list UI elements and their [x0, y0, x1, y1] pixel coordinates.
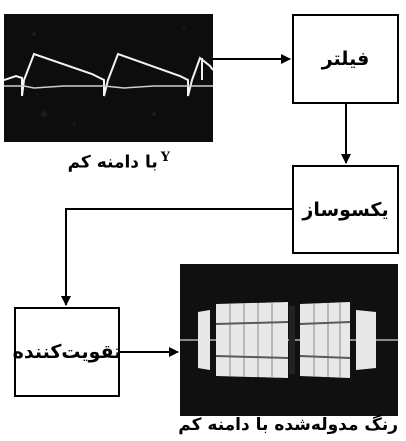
- demodulator-block: یکسوساز: [292, 165, 399, 254]
- arrow-demodulator-to-amplifier: [61, 208, 292, 306]
- filter-label: فیلتر: [321, 48, 370, 70]
- sawtooth-signal-image: [4, 14, 213, 142]
- filter-block: فیلتر: [292, 14, 399, 104]
- input-signal-symbol: Y: [160, 150, 170, 165]
- output-signal-caption: رنگ مدوله‌شده با دامنه کم: [178, 415, 398, 435]
- input-signal-caption: Yبا دامنه کم: [50, 150, 170, 174]
- amplifier-block: تقویت‌کننده: [12, 307, 122, 397]
- amplifier-label: تقویت‌کننده: [12, 341, 122, 363]
- modulated-signal-image: [180, 264, 398, 416]
- input-signal-label: با دامنه کم: [67, 152, 158, 173]
- demodulator-label: یکسوساز: [302, 198, 389, 221]
